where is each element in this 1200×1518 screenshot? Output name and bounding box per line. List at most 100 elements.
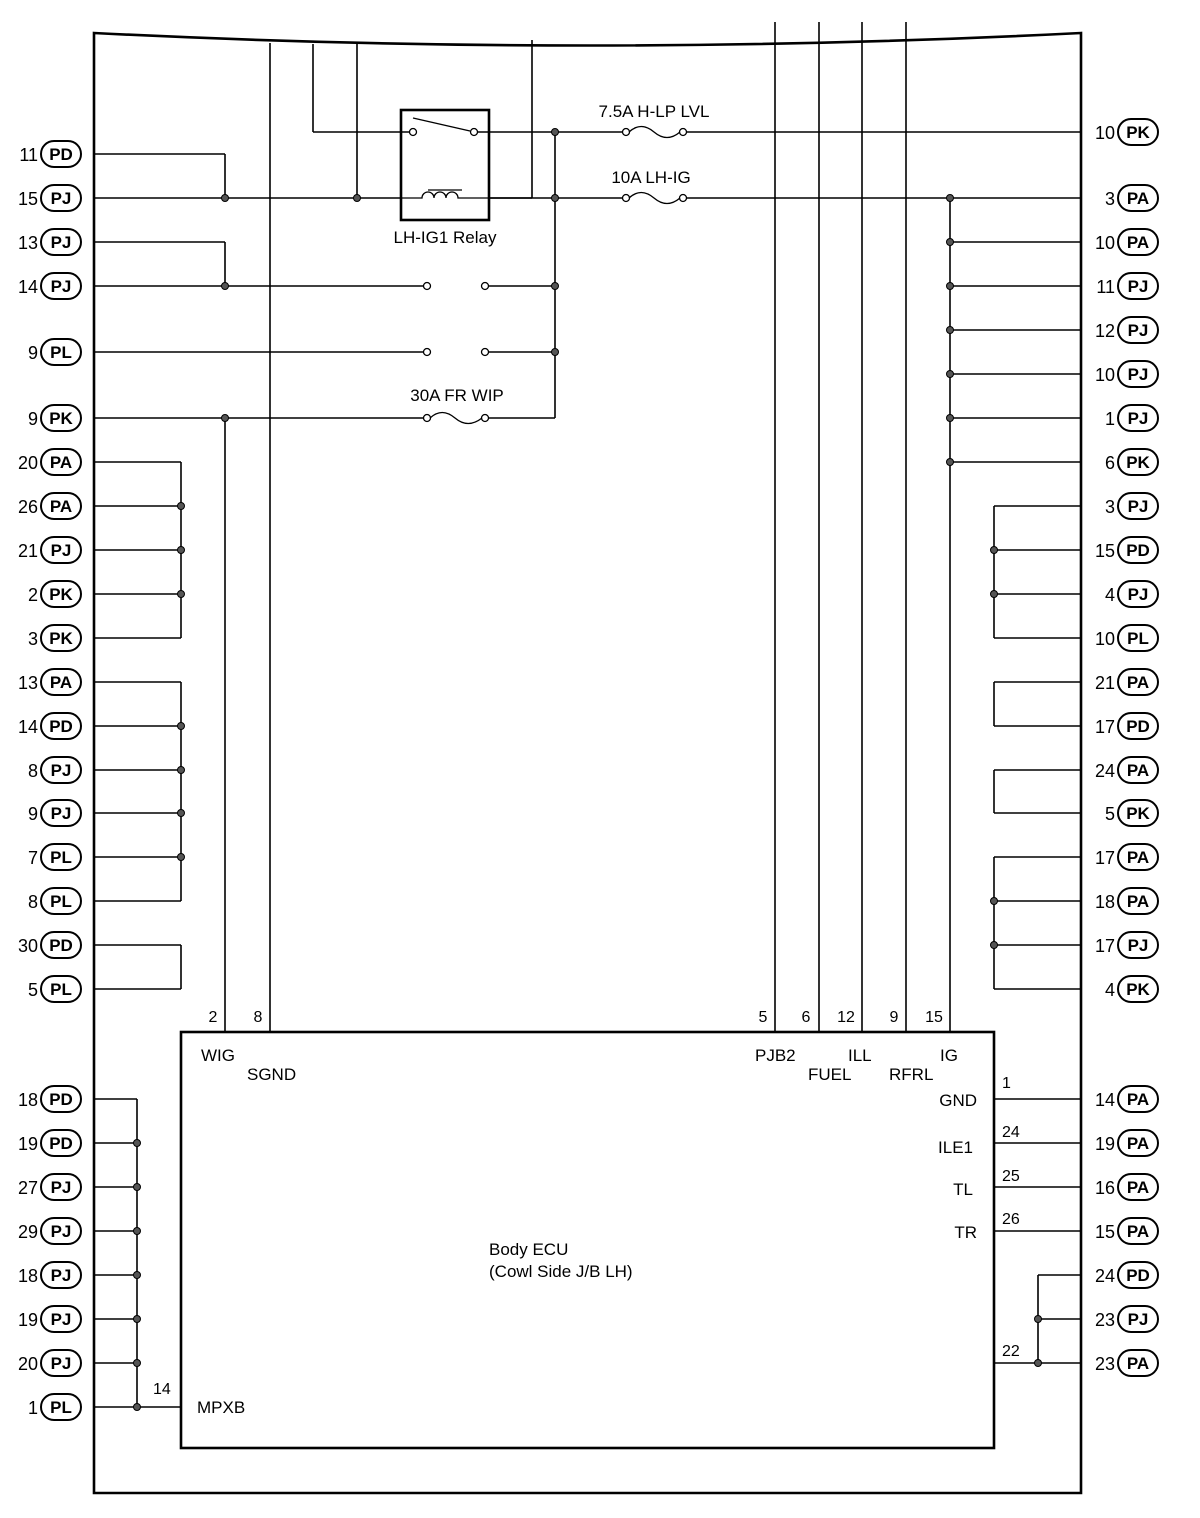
connector-pill <box>40 536 82 564</box>
connector-code: PD <box>1126 541 1150 560</box>
connector-pill <box>1117 799 1159 827</box>
connector-code: PA <box>1127 848 1149 867</box>
pin-pjb2: PJB2 <box>755 1046 796 1065</box>
open-terminals <box>422 281 490 357</box>
pin-num-fuel: 6 <box>802 1009 811 1026</box>
connector-number: 24 <box>1095 1266 1115 1286</box>
connector-pill <box>40 1217 82 1245</box>
connector-number: 23 <box>1095 1310 1115 1330</box>
connector-left: PL8 <box>28 887 82 915</box>
connector-left: PL1 <box>28 1393 82 1421</box>
connector-number: 20 <box>18 453 38 473</box>
connector-pill <box>40 492 82 520</box>
connector-code: PK <box>1126 804 1150 823</box>
relay-wiring <box>269 40 622 1032</box>
connector-left: PJ8 <box>28 756 82 784</box>
connector-code: PJ <box>51 277 72 296</box>
connector-number: 10 <box>1095 365 1115 385</box>
ecu-upper-pin-wires <box>774 22 951 1032</box>
pin-sgnd: SGND <box>247 1065 296 1084</box>
fuse-hlp-lvl-label: 7.5A H-LP LVL <box>599 102 710 121</box>
connector-number: 17 <box>1095 848 1115 868</box>
connector-code: PD <box>49 145 73 164</box>
connector-pill <box>1117 118 1159 146</box>
pin-num-22: 22 <box>1002 1343 1020 1360</box>
connector-pill <box>40 404 82 432</box>
connector-number: 30 <box>18 936 38 956</box>
connector-pill <box>1117 887 1159 915</box>
connector-pill <box>40 1305 82 1333</box>
connector-code: PA <box>1127 1222 1149 1241</box>
connector-code: PD <box>49 936 73 955</box>
connector-left: PL5 <box>28 975 82 1003</box>
connector-right: PA 17 <box>1095 843 1159 871</box>
connector-number: 5 <box>1105 804 1115 824</box>
connector-code: PJ <box>51 189 72 208</box>
connector-pill <box>40 184 82 212</box>
connector-pill <box>1117 1305 1159 1333</box>
connector-code: PJ <box>1128 321 1149 340</box>
pin-num-mpxb: 14 <box>153 1381 171 1398</box>
connector-pill <box>40 799 82 827</box>
pin-num-pjb2: 5 <box>759 1009 768 1026</box>
connector-pill <box>1117 228 1159 256</box>
pin-num-wig: 2 <box>209 1009 218 1026</box>
connector-number: 11 <box>1096 277 1115 297</box>
connector-number: 24 <box>1095 761 1115 781</box>
connector-code: PA <box>50 453 72 472</box>
connector-code: PJ <box>1128 497 1149 516</box>
pin-mpxb: MPXB <box>197 1398 245 1417</box>
connector-code: PJ <box>51 233 72 252</box>
pin-ig: IG <box>940 1046 958 1065</box>
pin-fuel: FUEL <box>808 1065 851 1084</box>
connector-code: PD <box>49 1134 73 1153</box>
connector-pill <box>40 1129 82 1157</box>
connector-code: PJ <box>51 1178 72 1197</box>
pin-tl: TL <box>953 1180 973 1199</box>
connector-number: 4 <box>1105 585 1115 605</box>
pin-num-rfrl: 9 <box>890 1009 899 1026</box>
connector-code: PL <box>50 980 72 999</box>
connector-number: 9 <box>28 804 38 824</box>
connector-pill <box>40 624 82 652</box>
connector-code: PJ <box>1128 277 1149 296</box>
connector-number: 17 <box>1095 717 1115 737</box>
connector-code: PA <box>1127 1354 1149 1373</box>
connector-pill <box>40 712 82 740</box>
connector-code: PJ <box>51 804 72 823</box>
lh-ig1-relay <box>399 108 491 222</box>
connector-pill <box>40 448 82 476</box>
connector-number: 29 <box>18 1222 38 1242</box>
connector-pill <box>40 228 82 256</box>
connector-code: PL <box>50 343 72 362</box>
connector-code: PL <box>50 892 72 911</box>
connector-left: PK2 <box>28 580 82 608</box>
connector-pill <box>1117 1349 1159 1377</box>
connector-number: 21 <box>1095 673 1115 693</box>
connector-pill <box>1117 316 1159 344</box>
connector-right: PJ 12 <box>1095 316 1159 344</box>
connector-pill <box>1117 668 1159 696</box>
connector-pill <box>40 756 82 784</box>
connector-pill <box>1117 184 1159 212</box>
connector-number: 12 <box>1095 321 1115 341</box>
upper-horizontal-wires <box>94 131 1081 1032</box>
connector-number: 13 <box>18 673 38 693</box>
connector-pill <box>1117 1173 1159 1201</box>
connector-left: PJ 9 <box>28 799 82 827</box>
connector-pill <box>1117 1129 1159 1157</box>
connector-number: 18 <box>18 1090 38 1110</box>
connector-left: PD 30 <box>18 931 82 959</box>
pin-num-tr: 26 <box>1002 1211 1020 1228</box>
